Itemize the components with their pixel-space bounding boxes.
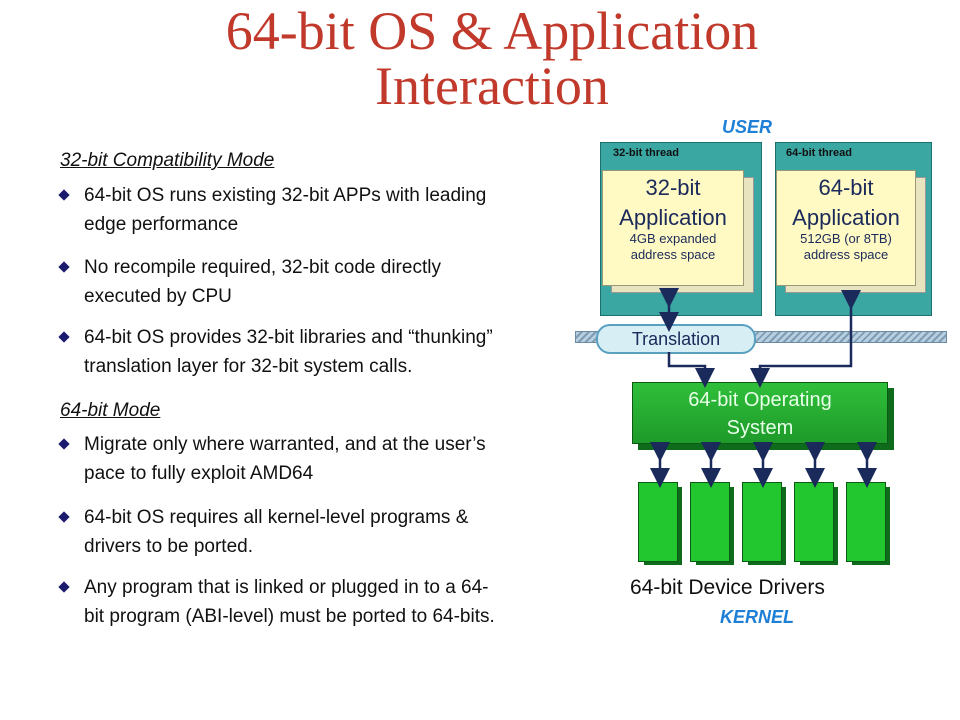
app64-os-arrow <box>750 290 861 388</box>
device-driver <box>846 482 886 562</box>
bullet-line: edge performance <box>84 214 239 235</box>
thread64-label: 64-bit thread <box>786 147 853 159</box>
device-driver <box>638 482 678 562</box>
app64-detail: address space <box>803 247 889 262</box>
app64-title: 64-bit <box>818 175 874 200</box>
bullet-item: 64-bit OS runs existing 32-bit APPs with… <box>58 181 560 239</box>
bullet-line: bit program (ABI-level) must be ported t… <box>84 606 495 627</box>
bullet-item: 64-bit OS provides 32-bit libraries and … <box>58 323 560 381</box>
device-driver <box>690 482 730 562</box>
translation-os-arrow <box>667 352 715 388</box>
slide-title-line2: Interaction <box>375 56 609 116</box>
app32-title: 32-bit <box>645 175 701 200</box>
app32-subtitle: Application <box>619 205 727 230</box>
bullet-line: 64-bit OS provides 32-bit libraries and … <box>84 327 493 348</box>
section-heading-compat: 32-bit Compatibility Mode <box>60 150 275 171</box>
bullet-line: pace to fully exploit AMD64 <box>84 463 314 484</box>
bullet-item: Migrate only where warranted, and at the… <box>58 430 560 488</box>
bullet-line: Migrate only where warranted, and at the… <box>84 434 486 455</box>
thread32-label: 32-bit thread <box>613 147 680 159</box>
app32-box: 32-bit Application 4GB expanded address … <box>602 170 744 286</box>
bullet-line: 64-bit OS runs existing 32-bit APPs with… <box>84 185 487 206</box>
bullet-item: 64-bit OS requires all kernel-level prog… <box>58 503 560 561</box>
kernel-space-label: KERNEL <box>720 607 795 627</box>
bullet-line: translation layer for 32-bit system call… <box>84 356 413 377</box>
bullet-line: No recompile required, 32-bit code direc… <box>84 257 441 278</box>
bullet-item: No recompile required, 32-bit code direc… <box>58 253 560 311</box>
slide-title-line1: 64-bit OS & Application <box>225 1 759 61</box>
bullet-item: Any program that is linked or plugged in… <box>58 573 560 631</box>
user-space-label: USER <box>722 117 773 137</box>
app32-detail: address space <box>630 247 716 262</box>
app64-box: 64-bit Application 512GB (or 8TB) addres… <box>776 170 916 286</box>
app32-detail: 4GB expanded <box>629 231 717 246</box>
app64-detail: 512GB (or 8TB) <box>800 231 892 246</box>
os-subtitle: System <box>726 417 794 439</box>
device-drivers-label: 64-bit Device Drivers <box>630 576 825 599</box>
bullet-line: Any program that is linked or plugged in… <box>84 577 489 598</box>
bullet-line: executed by CPU <box>84 286 232 307</box>
section-heading-64bit: 64-bit Mode <box>60 400 161 421</box>
os-title: 64-bit Operating <box>688 389 832 411</box>
bullet-line: 64-bit OS requires all kernel-level prog… <box>84 507 469 528</box>
app64-subtitle: Application <box>792 205 900 230</box>
bullet-line: drivers to be ported. <box>84 536 253 557</box>
